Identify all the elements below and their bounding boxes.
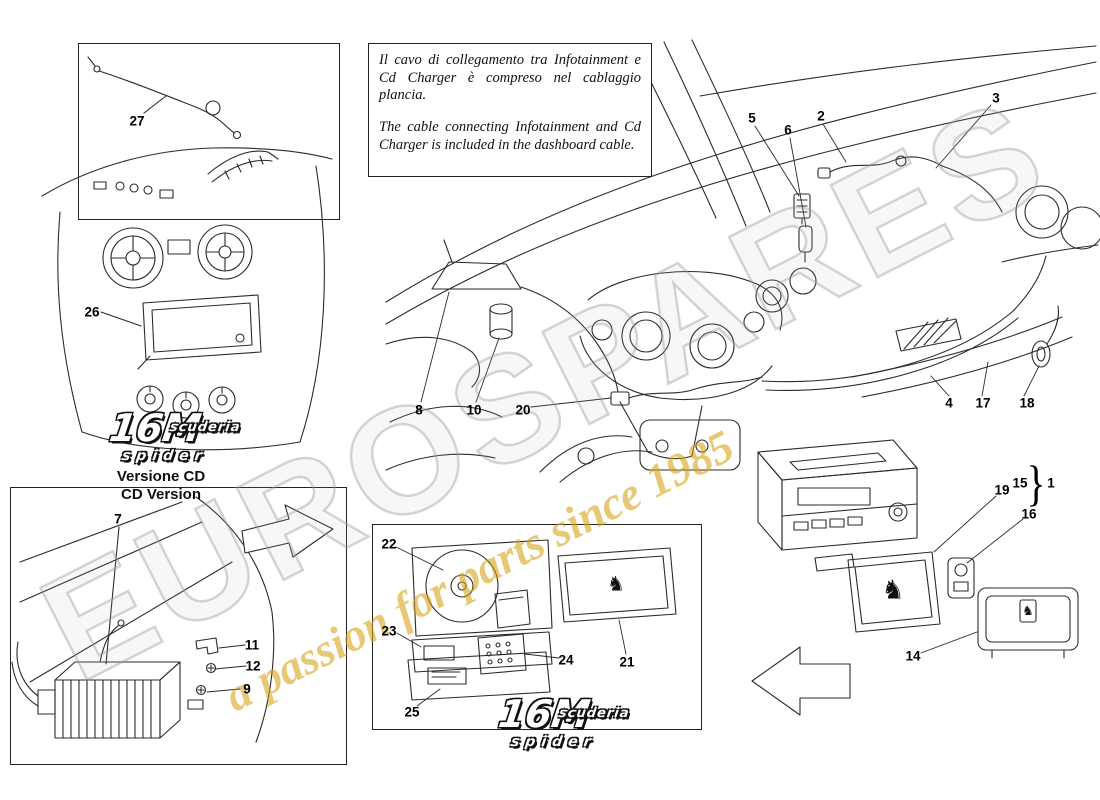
scuderia-16m-badge-bottom: 16M scuderia spider [493,692,631,758]
callout-4: 4 [945,395,953,411]
callout-17: 17 [975,395,991,411]
cd-kit-inset-box [372,524,702,730]
antenna-cable-inset-box [78,43,340,220]
callout-14: 14 [905,648,921,664]
note-text-english: The cable connecting Infotainment and Cd… [379,119,641,153]
callout-16: 16 [1021,506,1037,522]
note-text-italian: Il cavo di collegamento tra Infotainment… [379,52,641,104]
prancing-horse-icon: ♞ [1022,603,1034,618]
callout-22: 22 [381,536,397,552]
callout-11: 11 [244,637,260,653]
note-box: Il cavo di collegamento tra Infotainment… [368,43,652,177]
badge-scuderia: scuderia [557,706,631,721]
cd-version-label-it: Versione CD [116,468,206,485]
callout-3: 3 [992,90,1000,106]
callout-27: 27 [129,113,145,129]
callout-leader-lines [396,105,1039,706]
head-unit-drawing [758,440,1078,658]
antenna-cable-drawing [88,57,241,139]
center-console-drawing [42,148,332,450]
callout-2: 2 [817,108,825,124]
brace-icon: } [1026,454,1046,512]
prancing-horse-icon: ♞ [607,573,625,596]
callout-18: 18 [1019,395,1035,411]
callout-24: 24 [558,652,574,668]
badge-scuderia: scuderia [168,420,242,435]
callout-1: 1 [1047,475,1055,491]
callout-23: 23 [381,623,397,639]
amplifier-drawing [12,497,333,742]
callout-20: 20 [515,402,531,418]
badge-spider: spider [509,734,598,750]
callout-8: 8 [415,402,423,418]
cd-version-label-en: CD Version [120,486,202,503]
cd-version-label: Versione CD CD Version [92,468,230,504]
amplifier-inset-box [10,487,347,765]
callout-5: 5 [748,110,756,126]
callout-7: 7 [114,511,122,527]
callout-21: 21 [619,654,635,670]
callout-15: 15 [1012,475,1028,491]
callout-19: 19 [994,482,1010,498]
direction-arrow-left [752,647,850,715]
callout-6: 6 [784,122,792,138]
callout-25: 25 [404,704,420,720]
callout-26: 26 [84,304,100,320]
dashboard-main-drawing [386,40,1100,482]
callout-9: 9 [243,681,251,697]
scuderia-16m-badge-left: 16M scuderia spider [104,406,242,472]
callout-10: 10 [466,402,482,418]
callout-12: 12 [245,658,261,674]
prancing-horse-icon: ♞ [881,574,905,605]
badge-spider: spider [120,448,209,464]
cd-kit-drawing [408,540,676,700]
